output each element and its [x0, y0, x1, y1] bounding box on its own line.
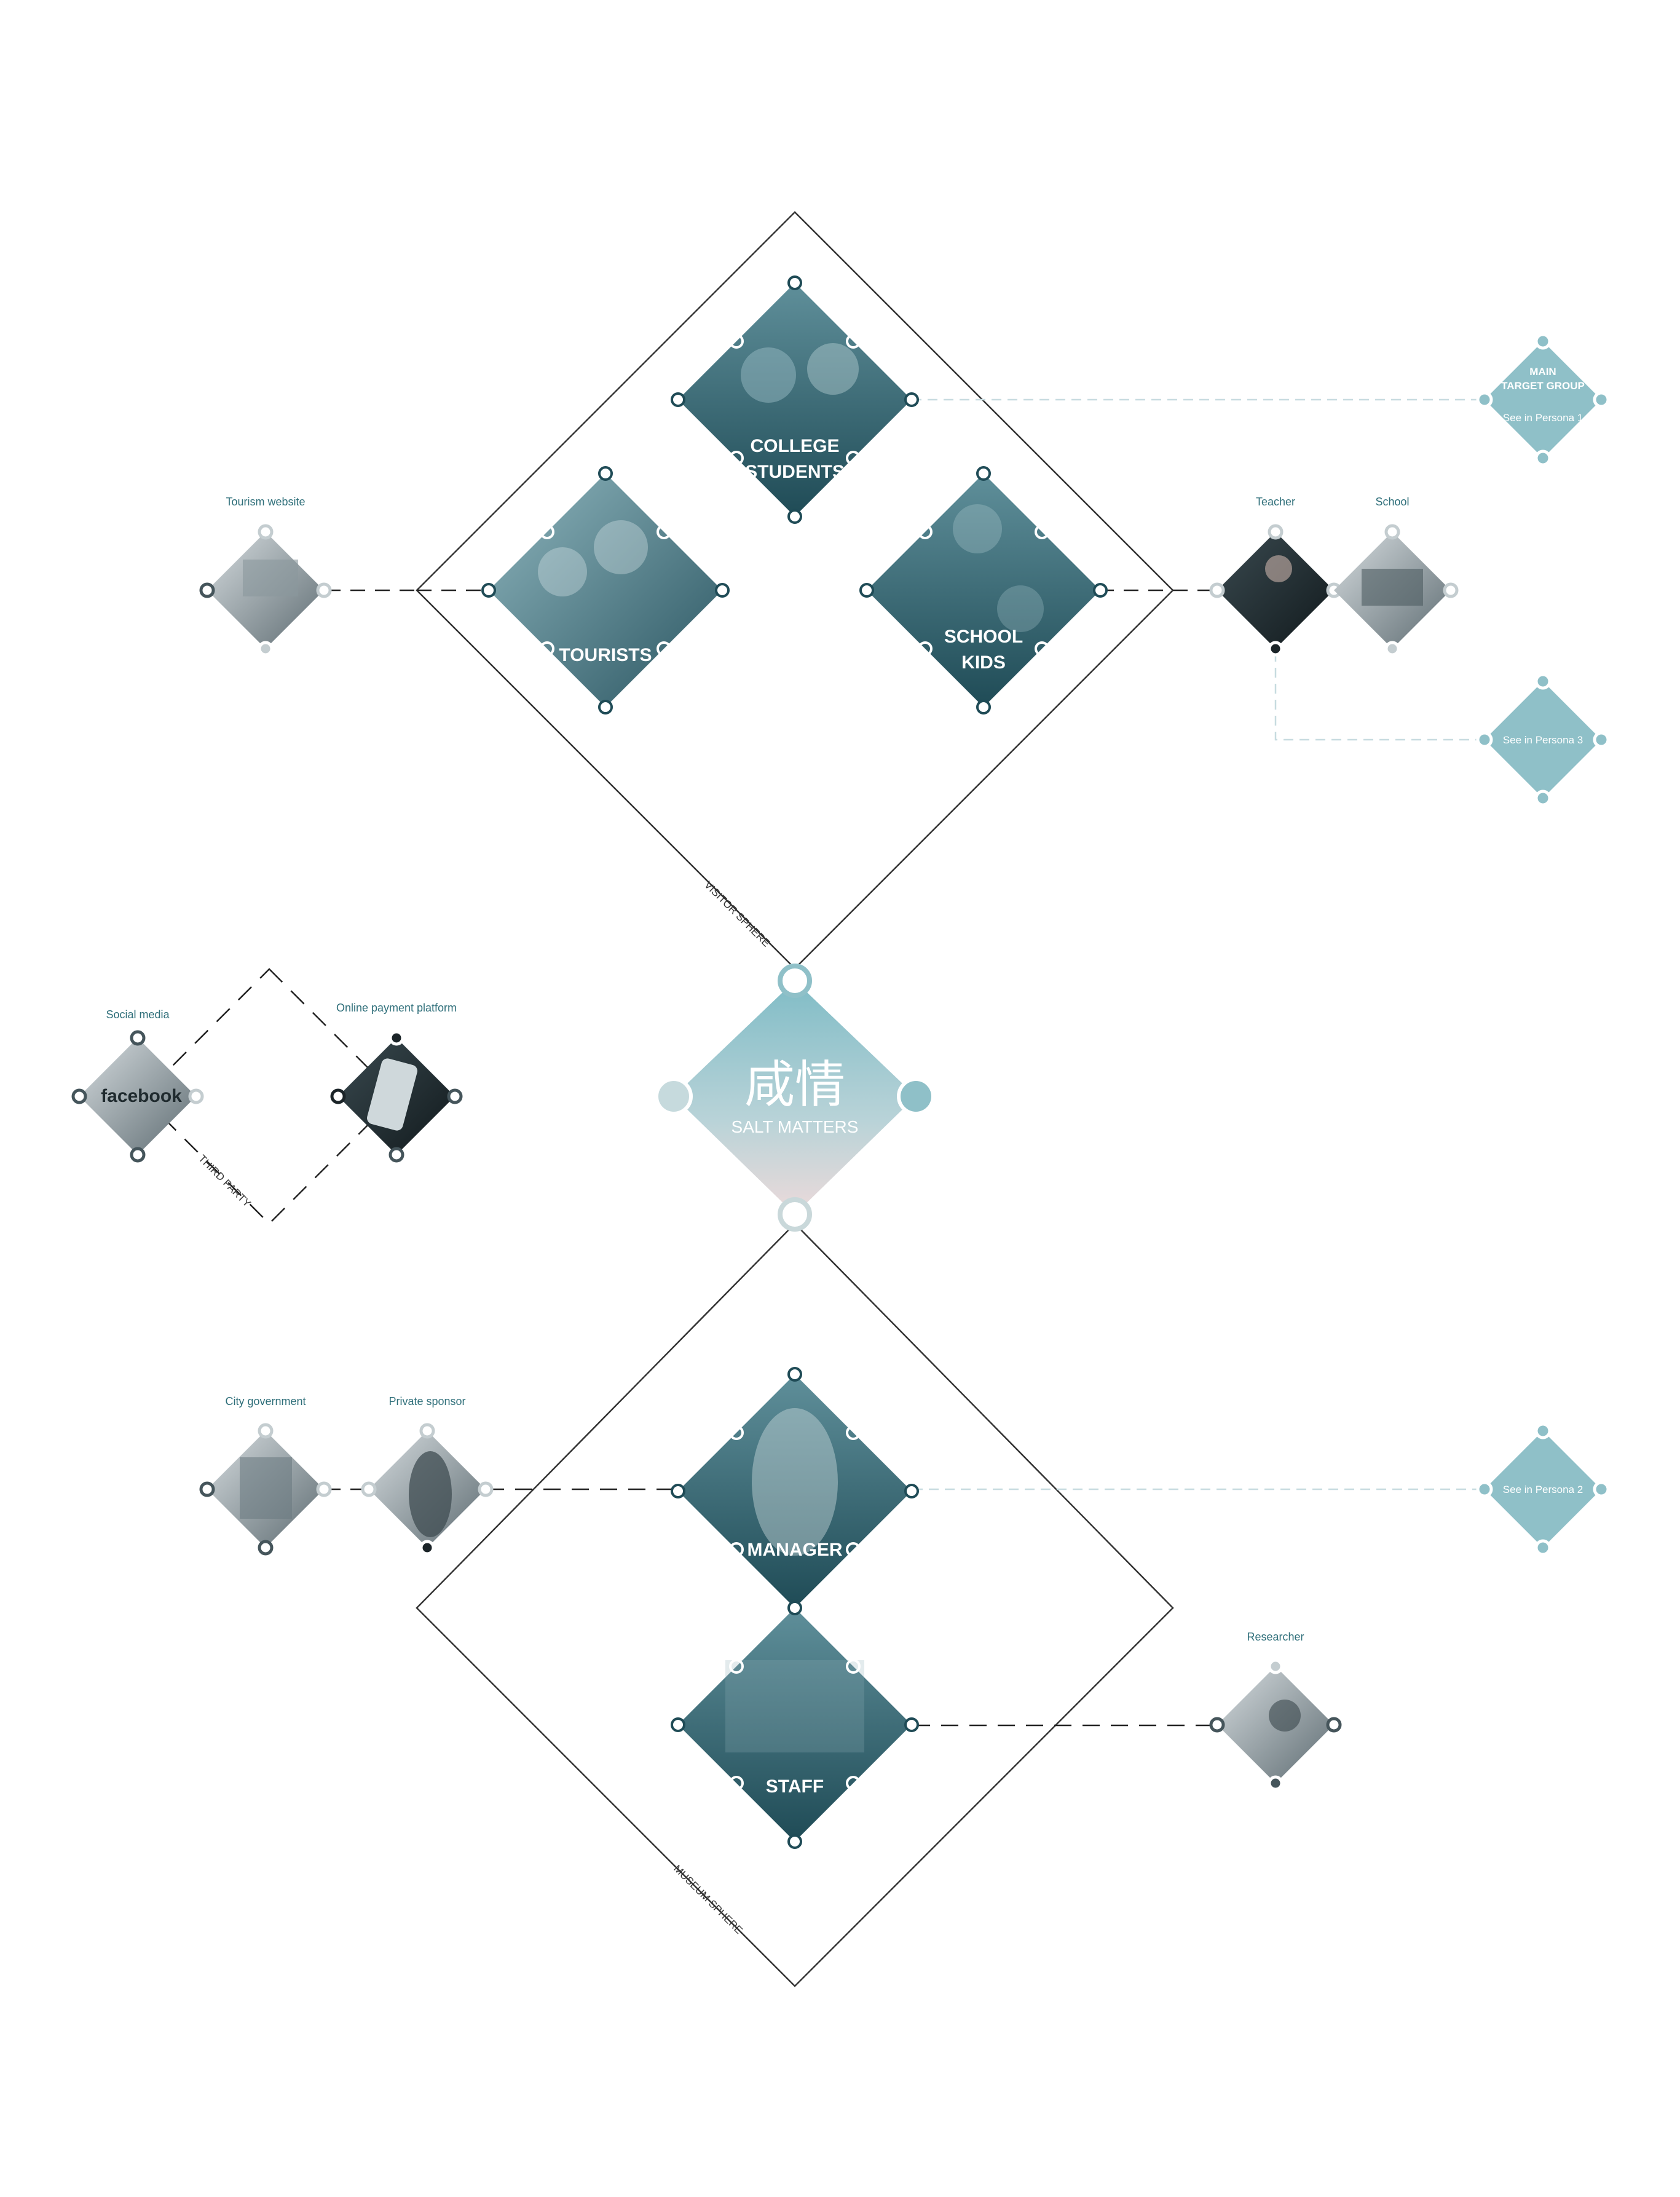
city-building-icon: [240, 1457, 292, 1519]
photo-figure: [741, 347, 796, 403]
staff-label: STAFF: [766, 1776, 824, 1797]
main-target-line2: TARGET GROUP: [1501, 380, 1585, 392]
manager-diamond[interactable]: MANAGER: [678, 1374, 912, 1608]
center-node-bottom: [778, 1197, 812, 1232]
photo-figure: [953, 504, 1002, 553]
persona3-link[interactable]: See in Persona 3: [1503, 734, 1583, 746]
private-sponsor-label: Private sponsor: [388, 1395, 465, 1407]
college-students-label-line2: STUDENTS: [745, 462, 845, 482]
researcher-photo: [1269, 1700, 1301, 1732]
manager-label: MANAGER: [747, 1540, 843, 1560]
teacher-photo: [1265, 555, 1292, 582]
school-node[interactable]: [1334, 524, 1459, 657]
tourists-label: TOURISTS: [559, 645, 652, 665]
school-kids-label-line1: SCHOOL: [944, 627, 1023, 647]
tourism-website-label: Tourism website: [226, 496, 305, 508]
city-government-label: City government: [225, 1395, 306, 1407]
museum-sphere-label: MUSEUM SPHERE: [671, 1863, 745, 1936]
facebook-icon: facebook: [101, 1086, 182, 1106]
college-students-label-line1: COLLEGE: [750, 436, 839, 456]
persona1-diamond[interactable]: MAIN TARGET GROUP See in Persona 1: [1476, 333, 1610, 467]
persona2-link[interactable]: See in Persona 2: [1503, 1484, 1583, 1495]
logo-chinese: 咸情: [744, 1056, 845, 1114]
college-students-diamond[interactable]: COLLEGE STUDENTS: [678, 283, 912, 517]
center-node-right: [897, 1077, 935, 1115]
tourists-diamond[interactable]: TOURISTS: [489, 473, 722, 707]
city-government-node[interactable]: [199, 1423, 332, 1556]
staff-diamond[interactable]: STAFF: [678, 1608, 912, 1842]
connectors: [326, 398, 1485, 1727]
persona3-diamond[interactable]: See in Persona 3: [1476, 673, 1610, 807]
photo-figure: [538, 547, 587, 596]
visitor-sphere-label: VISITOR SPHERE: [702, 879, 772, 949]
teacher-node[interactable]: [1209, 524, 1342, 657]
online-payment-node[interactable]: [330, 1030, 463, 1163]
persona1-link[interactable]: See in Persona 1: [1503, 412, 1583, 424]
school-kids-diamond[interactable]: SCHOOL KIDS: [867, 473, 1100, 707]
photo-figure: [997, 585, 1044, 632]
tourism-website-node[interactable]: [199, 524, 332, 657]
center-node-left: [655, 1077, 693, 1115]
private-sponsor-node[interactable]: [361, 1423, 494, 1556]
logo-subtitle: SALT MATTERS: [732, 1117, 859, 1136]
anchor-dots: [481, 275, 1108, 1849]
social-media-label: Social media: [106, 1008, 170, 1021]
online-payment-label: Online payment platform: [336, 1002, 457, 1014]
phone-icon: [367, 1058, 417, 1131]
researcher-label: Researcher: [1247, 1631, 1304, 1643]
school-kids-label-line2: KIDS: [961, 652, 1006, 673]
school-building-icon: [1362, 569, 1423, 606]
center-node-top: [778, 964, 812, 998]
center-diamond[interactable]: 咸情 SALT MATTERS: [655, 964, 935, 1232]
main-target-line1: MAIN: [1529, 366, 1556, 378]
persona2-diamond[interactable]: See in Persona 2: [1476, 1422, 1610, 1556]
photo-figure: [807, 343, 859, 395]
teacher-label: Teacher: [1256, 496, 1295, 508]
third-party-label: THIRD PARTY: [196, 1152, 253, 1209]
connector-persona3: [1274, 652, 1485, 741]
social-media-node[interactable]: facebook: [71, 1030, 204, 1163]
researcher-node[interactable]: [1209, 1658, 1342, 1791]
laptop-icon: [243, 560, 298, 596]
photo-figure: [594, 520, 648, 574]
museum-sphere-frame: [416, 1222, 1174, 1987]
photo-figure: [725, 1660, 864, 1752]
third-party-frame: [141, 968, 398, 1225]
photo-figure: [752, 1408, 838, 1556]
businessman-icon: [409, 1451, 452, 1537]
school-label: School: [1375, 496, 1409, 508]
